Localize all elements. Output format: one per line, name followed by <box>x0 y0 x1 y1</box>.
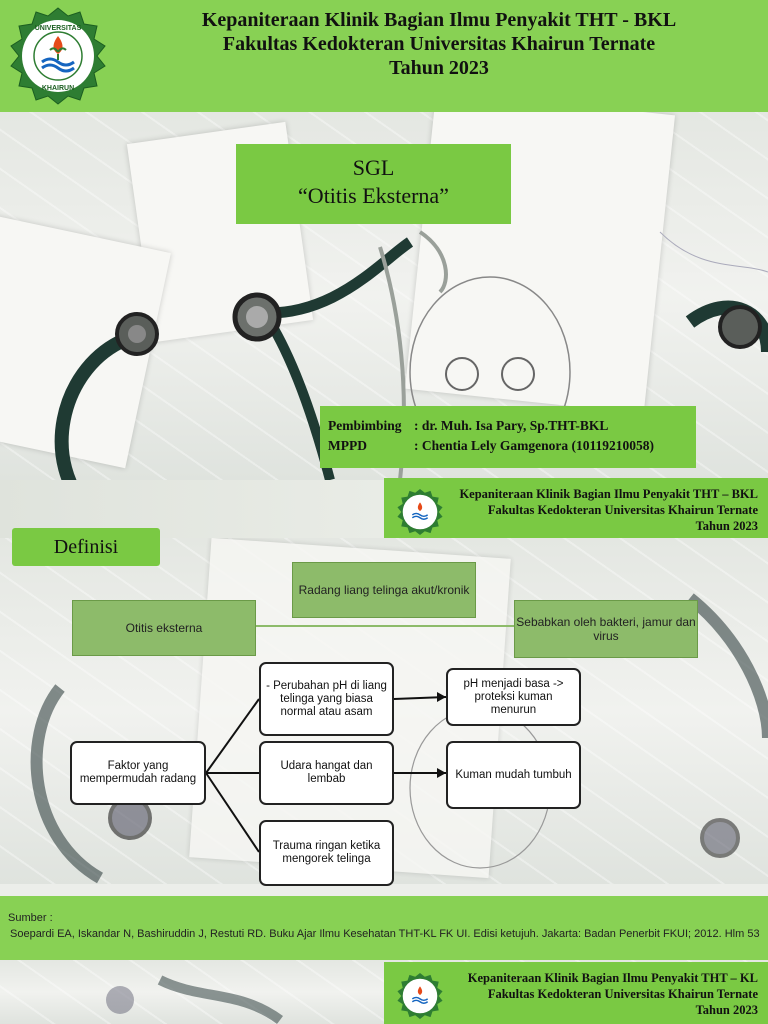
header2-line-3: Tahun 2023 <box>695 519 758 533</box>
sebab-text: Sebabkan oleh bakteri, jamur dan virus <box>516 615 696 643</box>
ph-change-box: - Perubahan pH di liang telinga yang bia… <box>259 662 394 736</box>
university-logo: UNIVERSITAS KHAIRUN <box>10 7 106 105</box>
header3-line-3: Tahun 2023 <box>695 1003 758 1017</box>
header3-line-1: Kepaniteraan Klinik Bagian Ilmu Penyakit… <box>467 971 758 985</box>
top-header: UNIVERSITAS KHAIRUN Kepaniteraan Klinik … <box>0 0 768 112</box>
logo-top-text: UNIVERSITAS <box>35 25 82 32</box>
ph-basa-box: pH menjadi basa -> proteksi kuman menuru… <box>446 668 581 726</box>
header-line-2: Fakultas Kedokteran Universitas Khairun … <box>222 33 656 55</box>
source-text: Soepardi EA, Iskandar N, Bashiruddin J, … <box>10 928 760 940</box>
header-line-1: Kepaniteraan Klinik Bagian Ilmu Penyakit… <box>201 9 677 31</box>
info-box: Pembimbing : dr. Muh. Isa Pary, Sp.THT-BK… <box>320 406 696 468</box>
otitis-box: Otitis eksterna <box>72 600 256 656</box>
header2-line-2: Fakultas Kedokteran Universitas Khairun … <box>487 503 758 517</box>
section-tab-definisi: Definisi <box>12 528 160 566</box>
sgl-label: SGL <box>352 155 395 180</box>
udara-text: Udara hangat dan lembab <box>280 760 373 785</box>
mppd-label: MPPD <box>328 438 367 453</box>
header3-line-2: Fakultas Kedokteran Universitas Khairun … <box>487 987 758 1001</box>
faktor-box: Faktor yang mempermudah radang <box>70 741 206 805</box>
faktor-text: Faktor yang mempermudah radang <box>79 760 197 785</box>
ph-change-text: - Perubahan pH di liang telinga yang bia… <box>266 679 387 718</box>
radang-text: Radang liang telinga akut/kronik <box>298 583 470 597</box>
topic-title: “Otitis Eksterna” <box>298 183 449 208</box>
mppd-value: : Chentia Lely Gamgenora (10119210058) <box>414 438 654 453</box>
sebab-box: Sebabkan oleh bakteri, jamur dan virus <box>514 600 698 658</box>
kuman-text: Kuman mudah tumbuh <box>455 768 572 781</box>
university-logo-small-2 <box>397 972 443 1020</box>
kuman-box: Kuman mudah tumbuh <box>446 741 581 809</box>
slide2-header: Kepaniteraan Klinik Bagian Ilmu Penyakit… <box>384 478 768 540</box>
otitis-text: Otitis eksterna <box>125 621 203 635</box>
university-logo-small <box>397 488 443 536</box>
section-title: Definisi <box>53 536 119 558</box>
header-line-3: Tahun 2023 <box>389 57 489 79</box>
header2-line-1: Kepaniteraan Klinik Bagian Ilmu Penyakit… <box>459 487 758 501</box>
udara-box: Udara hangat dan lembab <box>259 741 394 805</box>
trauma-text: Trauma ringan ketika mengorek telinga <box>272 840 381 865</box>
slide3-header: Kepaniteraan Klinik Bagian Ilmu Penyakit… <box>384 962 768 1024</box>
trauma-box: Trauma ringan ketika mengorek telinga <box>259 820 394 886</box>
radang-box: Radang liang telinga akut/kronik <box>292 562 476 618</box>
source-label: Sumber : <box>8 912 53 924</box>
title-box: SGL “Otitis Eksterna” <box>236 144 511 224</box>
logo-bottom-text: KHAIRUN <box>42 85 74 92</box>
ph-basa-text: pH menjadi basa -> proteksi kuman menuru… <box>463 677 564 716</box>
source-footer: Sumber : Soepardi EA, Iskandar N, Bashir… <box>0 896 768 960</box>
pembimbing-value: : dr. Muh. Isa Pary, Sp.THT-BKL <box>414 418 609 433</box>
pembimbing-label: Pembimbing <box>328 418 402 433</box>
